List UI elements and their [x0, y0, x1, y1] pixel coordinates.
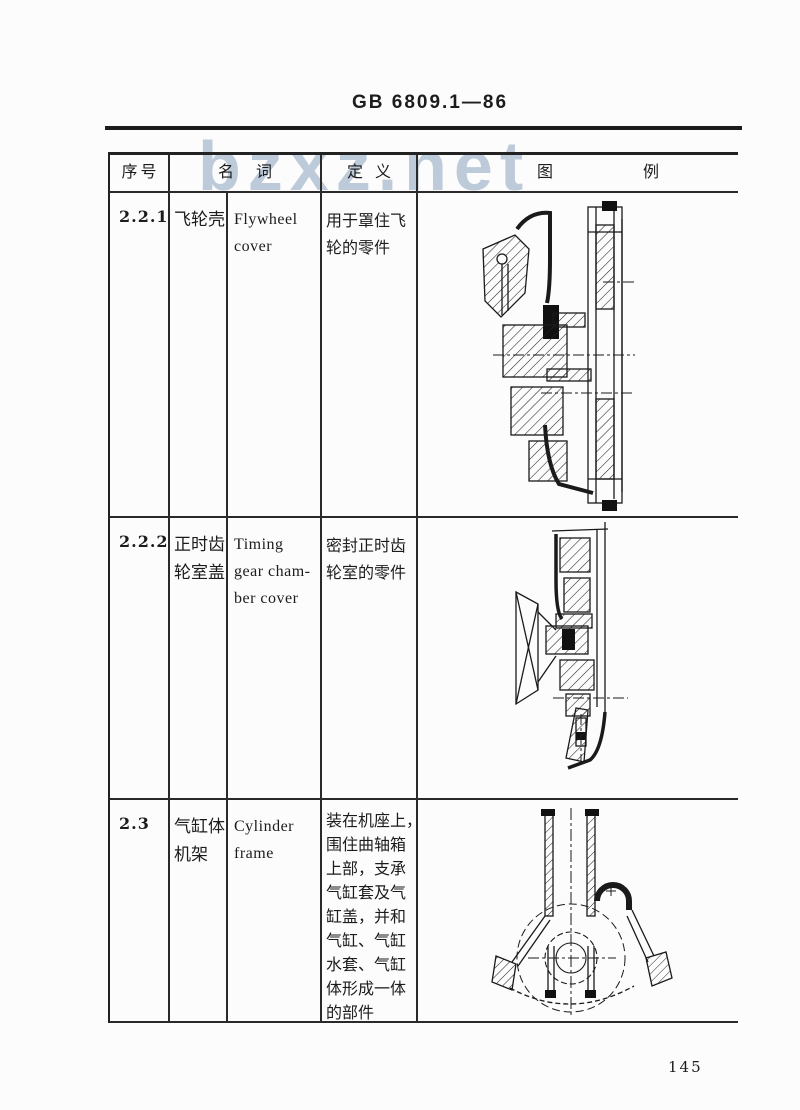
figure-timing-gear-chamber-cover-drawing [515, 522, 628, 770]
table-row: 2.2.1 飞轮壳 Flywheel cover 用于罩住飞 轮的零件 [110, 193, 738, 518]
serial-cell: 2.2.1 [110, 193, 170, 516]
figure-cell [418, 193, 738, 516]
term-cn-cell: 正时齿 轮室盖 [170, 518, 228, 798]
table-row: 2.2.2 正时齿 轮室盖 Timing gear cham- ber cove… [110, 518, 738, 800]
table-header-row: 序号 名词 定义 图例 [110, 155, 738, 193]
col-header-term: 名词 [170, 155, 322, 191]
figure-cylinder-frame-drawing [491, 808, 673, 1016]
serial-cell: 2.2.2 [110, 518, 170, 798]
definition-cell: 密封正时齿 轮室的零件 [322, 518, 418, 798]
col-header-serial: 序号 [110, 155, 170, 191]
term-cn-cell: 飞轮壳 [170, 193, 228, 516]
standard-number: GB 6809.1—86 [351, 92, 509, 113]
definition-cell: 用于罩住飞 轮的零件 [322, 193, 418, 516]
serial-cell: 2.3 [110, 800, 170, 1021]
figure-flywheel-cover-drawing [482, 201, 637, 511]
col-header-illustration: 图例 [536, 162, 749, 181]
term-en-cell: Flywheel cover [228, 193, 322, 516]
term-en-cell: Timing gear cham- ber cover [228, 518, 322, 798]
figure-cell [418, 518, 738, 798]
header-rule [105, 126, 742, 130]
page-number: 145 [668, 1058, 703, 1076]
col-header-definition: 定义 [322, 155, 418, 191]
definition-cell: 装在机座上， 围住曲轴箱 上部，支承 气缸套及气 缸盖，并和 气缸、气缸 水套、… [322, 800, 422, 1022]
term-cn-cell: 气缸体 机架 [170, 800, 228, 1021]
figure-cell [418, 800, 738, 1021]
term-en-cell: Cylinder frame [228, 800, 322, 1021]
table-row: 2.3 气缸体 机架 Cylinder frame 装在机座上， 围住曲轴箱 上… [110, 800, 738, 1023]
terminology-table: 序号 名词 定义 图例 2.2.1 飞轮壳 Flywheel cover 用于罩… [108, 152, 738, 1023]
